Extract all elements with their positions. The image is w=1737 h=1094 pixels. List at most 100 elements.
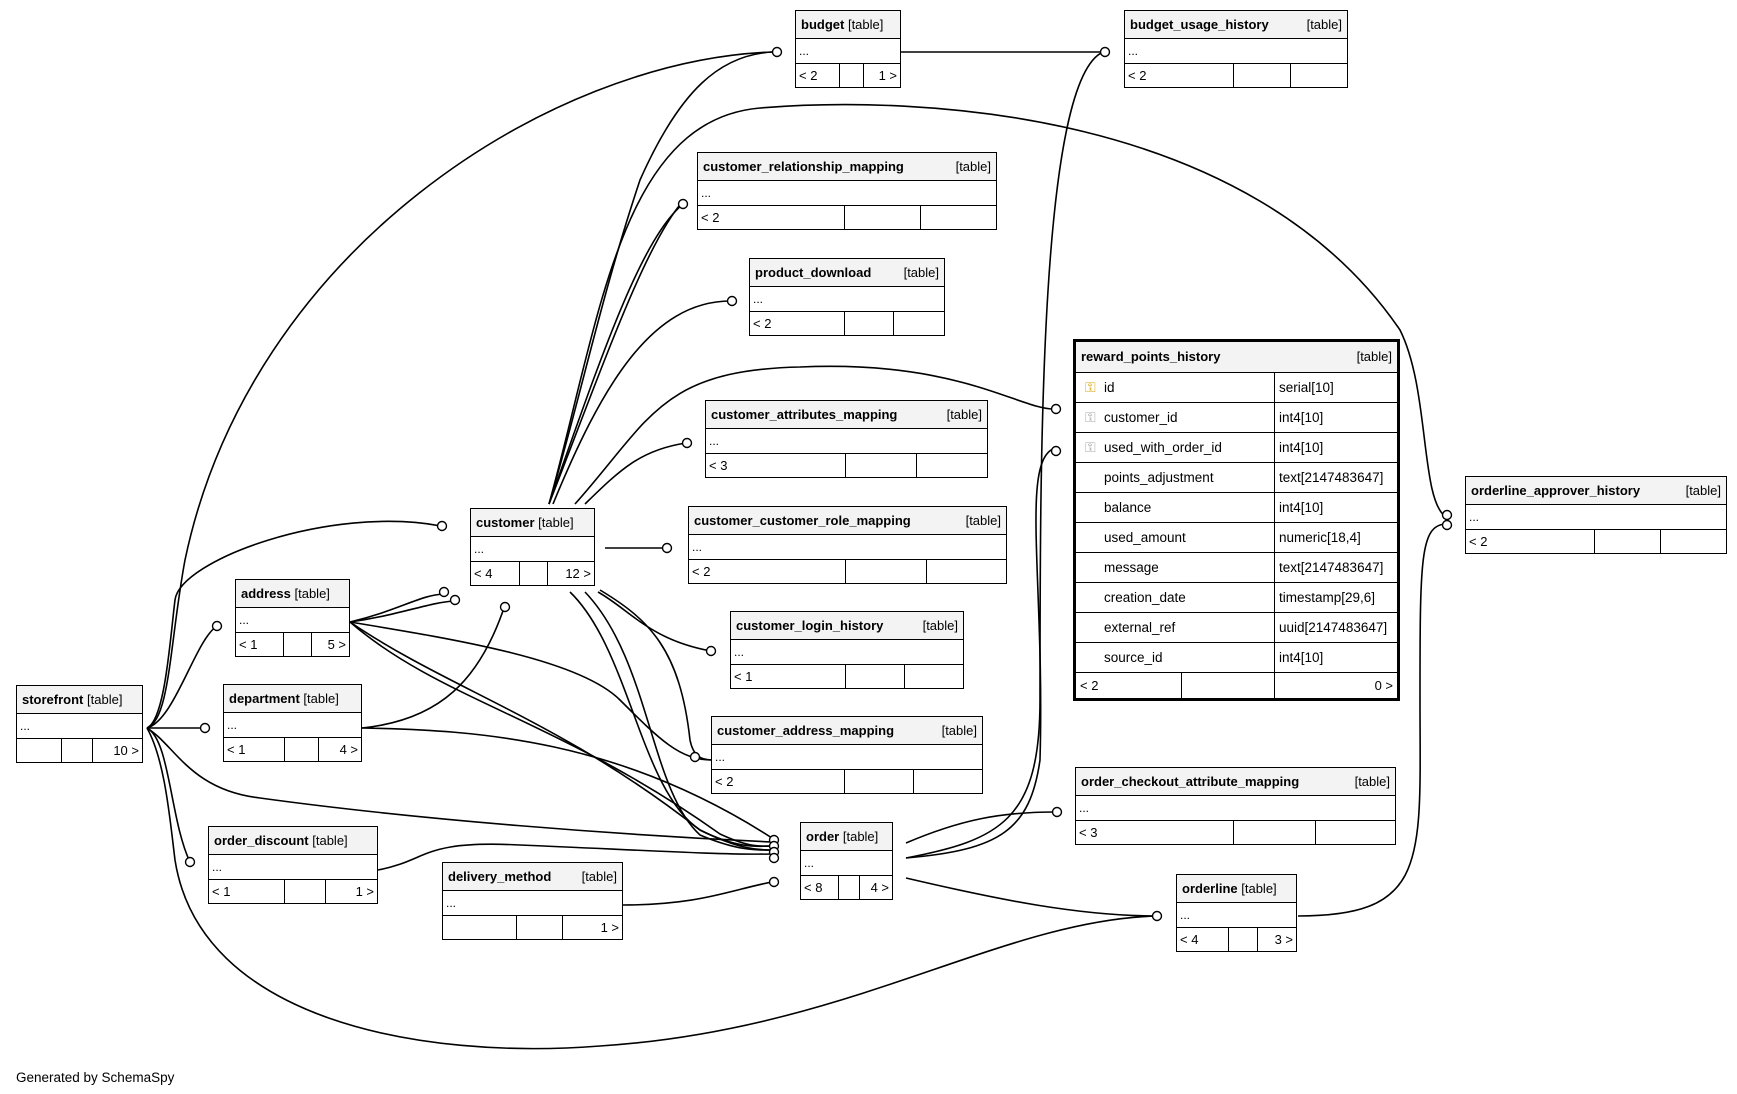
table-header: department [table] (224, 685, 361, 713)
parents-count: < 2 (698, 206, 845, 229)
table-body: ... (750, 287, 944, 312)
edge-order-checkout (905, 811, 1056, 844)
parents-count: < 2 (796, 64, 840, 87)
table-kind: [table] (1356, 349, 1392, 364)
end-checkout (1051, 806, 1063, 818)
table-name: orderline (1182, 881, 1238, 896)
table-name: reward_points_history (1081, 349, 1221, 364)
edge-address-order-2 (349, 621, 773, 847)
table-body: ... (706, 429, 987, 454)
table-header: reward_points_history [table] (1076, 342, 1397, 373)
table-customer-login-history[interactable]: customer_login_history[table] ... < 1 (730, 611, 964, 689)
end-attributes (681, 437, 693, 449)
table-body: ... (1466, 505, 1726, 530)
table-header: address [table] (236, 580, 349, 608)
parents-count: < 1 (731, 665, 846, 688)
edge-storefront-order (146, 727, 773, 843)
table-orderline-approver-history[interactable]: orderline_approver_history[table] ... < … (1465, 476, 1727, 554)
table-name: delivery_method (448, 869, 552, 884)
children-count: 4 > (339, 742, 358, 757)
columns-count (1182, 673, 1275, 698)
table-name: order_checkout_attribute_mapping (1081, 774, 1300, 789)
table-footer: < 1 (731, 665, 963, 688)
edge-order-orderline (905, 877, 1158, 917)
end-product-download (726, 295, 738, 307)
parents-count: < 2 (689, 560, 846, 583)
column-name: balance (1104, 500, 1152, 515)
edge-storefront-address (146, 625, 218, 729)
end-department (199, 722, 211, 734)
edge-customer-order-1 (569, 591, 773, 848)
column-name: id (1104, 380, 1115, 395)
column-type: text[2147483647] (1279, 560, 1384, 575)
table-header: orderline [table] (1177, 875, 1296, 903)
table-storefront[interactable]: storefront [table] ... 10 > (16, 685, 143, 763)
table-budget-usage-history[interactable]: budget_usage_history[table] ... < 2 (1124, 10, 1348, 88)
table-name: storefront (22, 692, 84, 707)
table-kind: [table] (1306, 17, 1342, 32)
children-count (927, 560, 1006, 583)
columns-count (284, 633, 312, 656)
end-budget (771, 46, 783, 58)
column-row[interactable]: balance int4[10] (1076, 493, 1397, 523)
table-kind: [table] (903, 265, 939, 280)
table-delivery-method[interactable]: delivery_method[table] ... 1 > (442, 862, 623, 940)
table-product-download[interactable]: product_download[table] ... < 2 (749, 258, 945, 336)
table-footer: < 2 (712, 770, 982, 793)
table-header: product_download[table] (750, 259, 944, 287)
table-customer-address-mapping[interactable]: customer_address_mapping[table] ... < 2 (711, 716, 983, 794)
edge-address-customer-1 (349, 593, 445, 623)
table-customer-relationship-mapping[interactable]: customer_relationship_mapping[table] ...… (697, 152, 997, 230)
table-kind: [table] (842, 829, 879, 844)
table-name: order_discount (214, 833, 309, 848)
children-count (894, 312, 944, 335)
table-footer: < 2 (750, 312, 944, 335)
column-type: serial[10] (1279, 380, 1334, 395)
table-customer-attributes-mapping[interactable]: customer_attributes_mapping[table] ... <… (705, 400, 988, 478)
edge-customer-login-history (597, 591, 712, 652)
edge-delivery-order (622, 881, 773, 906)
table-kind: [table] (922, 618, 958, 633)
children-count (917, 454, 987, 477)
table-kind: [table] (312, 833, 348, 848)
edge-storefront-budget (146, 51, 773, 729)
table-order-checkout-attribute-mapping[interactable]: order_checkout_attribute_mapping[table] … (1075, 767, 1396, 845)
edge-customer-reward-1 (574, 365, 1056, 505)
edge-address-customer-2 (349, 600, 456, 623)
table-header: delivery_method[table] (443, 863, 622, 891)
column-name: customer_id (1104, 410, 1178, 425)
table-body: ... (17, 714, 142, 739)
parents-count (443, 916, 517, 939)
table-customer-customer-role-mapping[interactable]: customer_customer_role_mapping[table] ..… (688, 506, 1007, 584)
edge-customer-budget (548, 51, 773, 505)
table-body: ... (209, 855, 377, 880)
table-footer: < 2 (689, 560, 1006, 583)
column-type: uuid[2147483647] (1279, 620, 1388, 635)
column-name: used_with_order_id (1104, 440, 1222, 455)
parents-count: < 1 (209, 880, 285, 903)
columns-count (840, 64, 864, 87)
children-count: 10 > (113, 743, 139, 758)
column-type: int4[10] (1279, 500, 1324, 515)
columns-count (846, 454, 917, 477)
